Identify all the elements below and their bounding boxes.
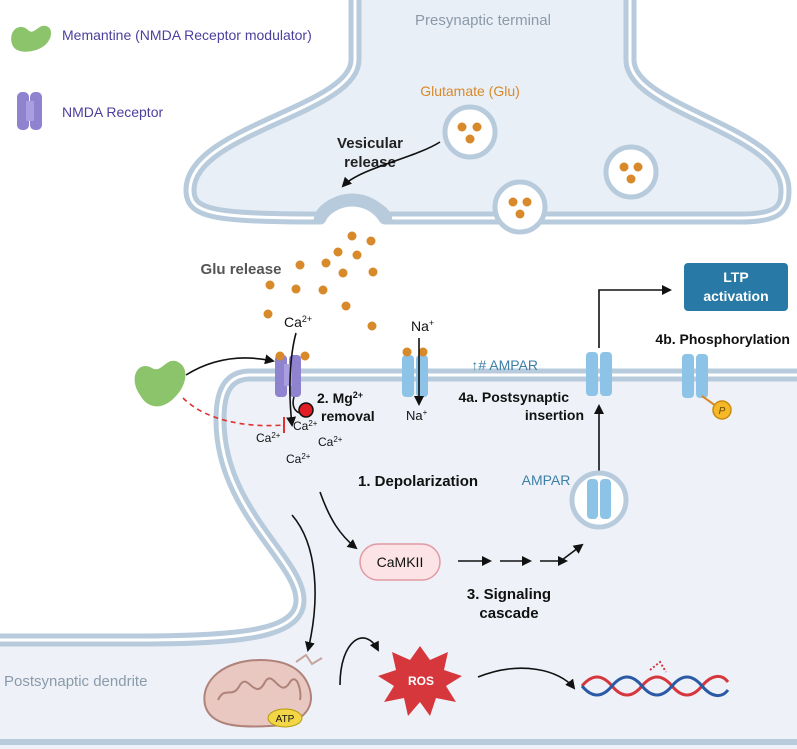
- ca-influx-arrow: [286, 332, 297, 427]
- nmda-receptor: [275, 351, 310, 397]
- ampar-vesicle-label: AMPAR: [522, 472, 571, 488]
- memantine-molecule: [134, 360, 186, 407]
- glutamate-label: Glutamate (Glu): [420, 83, 520, 99]
- svg-text:Ca2+: Ca2+: [256, 431, 281, 445]
- ltp-activation-box: LTP activation: [684, 263, 788, 311]
- ampar-vesicle: [569, 470, 629, 530]
- signaling-cascade-arrows: [458, 543, 584, 566]
- memantine-legend-label: Memantine (NMDA Receptor modulator): [62, 27, 312, 43]
- phosphorylation-label: 4b. Phosphorylation: [655, 331, 790, 347]
- ros-label: ROS: [408, 674, 434, 688]
- memantine-binding-arrow: [185, 354, 275, 376]
- phosphate-icon: P: [719, 406, 726, 417]
- glutamate-molecules: [263, 231, 378, 331]
- ltp-label-2: activation: [703, 288, 768, 304]
- memantine-legend-icon: [11, 25, 52, 52]
- vesicle: [492, 179, 548, 235]
- vesicular-release-arrow: [341, 141, 441, 188]
- svg-text:Ca2+: Ca2+: [293, 419, 318, 433]
- ltp-label-1: LTP: [723, 269, 748, 285]
- mg-removal-label-2: removal: [321, 408, 375, 424]
- na-ion-label-bottom: Na+: [406, 408, 428, 423]
- vesicle: [603, 144, 659, 200]
- depolarization-label: 1. Depolarization: [358, 473, 478, 490]
- signaling-label-1: 3. Signaling: [467, 586, 551, 603]
- svg-text:Ca2+: Ca2+: [286, 452, 311, 466]
- memantine-inhibition-arrow: [182, 397, 285, 427]
- dna-helix: [580, 660, 730, 697]
- postsynaptic-label: Postsynaptic dendrite: [4, 673, 147, 690]
- presynaptic-label: Presynaptic terminal: [415, 12, 551, 29]
- ampar-inserted: [586, 352, 612, 396]
- ros-to-dna-arrow: [477, 667, 576, 690]
- ca-to-camkii-arrow: [319, 491, 358, 550]
- ampar-increase-label: ↑# AMPAR: [471, 357, 538, 373]
- nmda-legend-icon: [17, 92, 42, 130]
- signaling-label-2: cascade: [479, 605, 538, 622]
- camkii-label: CaMKII: [377, 554, 424, 570]
- na-ion-label-top: Na+: [411, 318, 434, 334]
- ltp-arrow: [598, 285, 672, 348]
- insertion-label-1: 4a. Postsynaptic: [459, 389, 570, 405]
- ros-burst: ROS: [378, 646, 462, 716]
- ca-to-mitochondria-arrow: [291, 514, 316, 652]
- svg-text:Ca2+: Ca2+: [318, 435, 343, 449]
- nmda-legend-label: NMDA Receptor: [62, 104, 163, 120]
- calcium-ions: Ca2+ Ca2+ Ca2+ Ca2+: [256, 419, 343, 466]
- vesicle: [442, 104, 498, 160]
- mito-to-ros-arrow: [339, 637, 379, 686]
- mg-removal-label-1: 2. Mg2+: [317, 390, 363, 406]
- insertion-label-2: insertion: [525, 407, 584, 423]
- magnesium-ion: [292, 396, 314, 418]
- atp-label: ATP: [276, 714, 295, 725]
- vesicular-release-label-2: release: [344, 154, 396, 171]
- ca-ion-label: Ca2+: [284, 314, 312, 330]
- camkii-node: CaMKII: [359, 543, 441, 581]
- ampar-phosphorylated: P: [682, 354, 732, 420]
- mitochondria: ATP: [203, 653, 323, 728]
- vesicular-release-label-1: Vesicular: [337, 135, 403, 152]
- glu-release-label: Glu release: [201, 261, 282, 278]
